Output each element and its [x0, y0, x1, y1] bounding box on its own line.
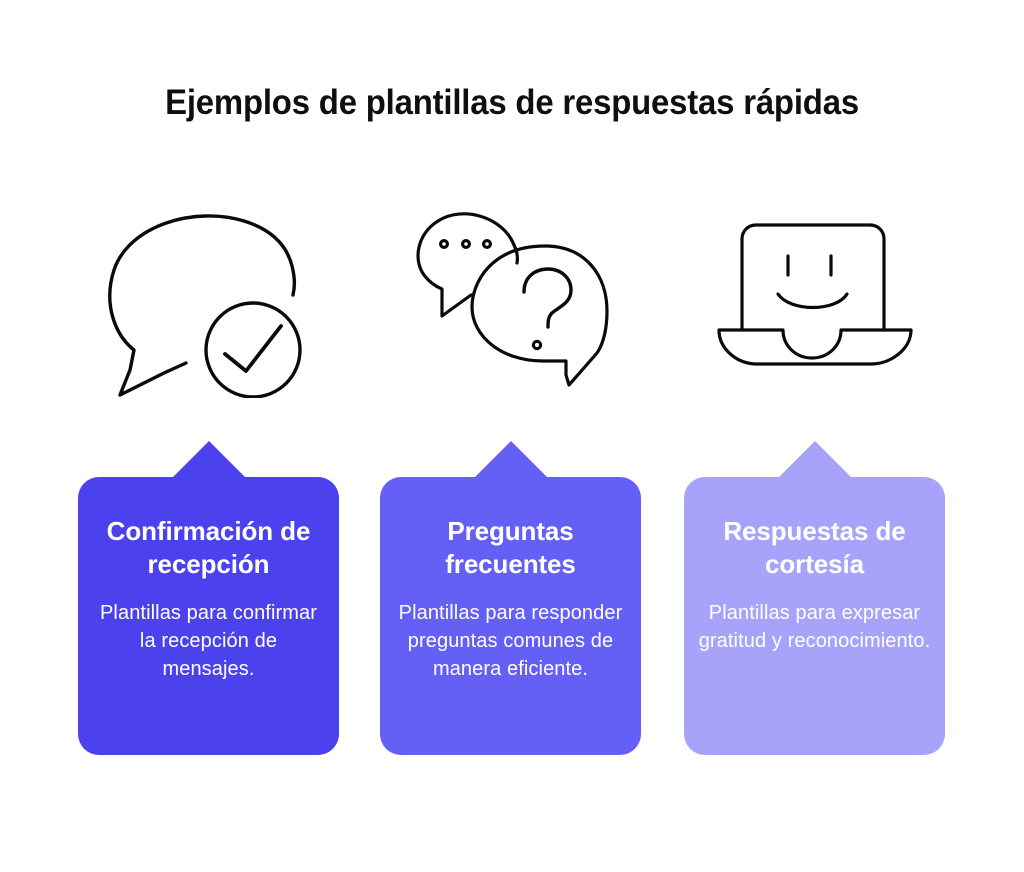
notch-triangle: [471, 441, 550, 480]
notch-triangle: [775, 441, 854, 480]
card-respuestas-de-cortesia[interactable]: Respuestas de cortesía Plantillas para e…: [684, 440, 945, 760]
card-heading: Respuestas de cortesía: [723, 516, 906, 579]
laptop-smiley-icon: [684, 190, 945, 405]
column-respuestas-de-cortesia: Respuestas de cortesía Plantillas para e…: [684, 190, 945, 760]
card-confirmacion-de-recepcion[interactable]: Confirmación de recepción Plantillas par…: [78, 440, 339, 760]
page-title: Ejemplos de plantillas de respuestas ráp…: [165, 83, 859, 122]
card-notch-icon: [169, 440, 249, 480]
card-heading: Confirmación de recepción: [106, 516, 311, 579]
card-heading: Preguntas frecuentes: [445, 516, 576, 579]
column-preguntas-frecuentes: Preguntas frecuentes Plantillas para res…: [380, 190, 641, 760]
card-body: Respuestas de cortesía Plantillas para e…: [684, 477, 945, 755]
card-description: Plantillas para responder preguntas comu…: [398, 602, 623, 680]
notch-triangle: [169, 441, 248, 480]
card-preguntas-frecuentes[interactable]: Preguntas frecuentes Plantillas para res…: [380, 440, 641, 760]
column-confirmacion-de-recepcion: Confirmación de recepción Plantillas par…: [78, 190, 339, 760]
card-description: Plantillas para confirmar la recepción d…: [99, 602, 318, 680]
card-notch-icon: [775, 440, 855, 480]
card-body: Preguntas frecuentes Plantillas para res…: [380, 477, 641, 755]
speech-bubble-check-icon: [78, 190, 339, 405]
card-description: Plantillas para expresar gratitud y reco…: [698, 602, 931, 652]
card-notch-icon: [471, 440, 551, 480]
card-body: Confirmación de recepción Plantillas par…: [78, 477, 339, 755]
two-speech-bubbles-question-icon: [380, 190, 641, 405]
